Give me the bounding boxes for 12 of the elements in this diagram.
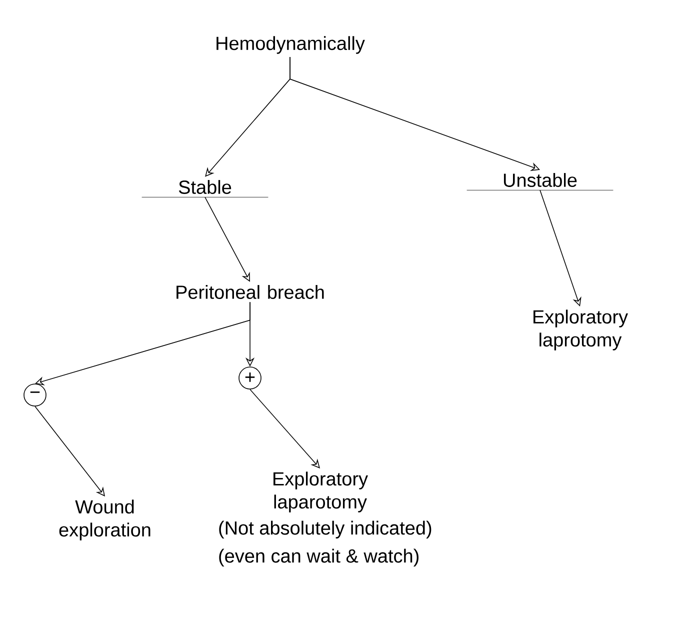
underlined-label: Stable xyxy=(142,180,268,198)
flow-label: Hemodynamically xyxy=(216,36,365,54)
arrow xyxy=(250,389,320,468)
arrow xyxy=(34,406,105,496)
note-text: (Not absolutely indicated) xyxy=(219,520,432,538)
note-text: (even can wait & watch) xyxy=(219,548,418,566)
underlined-label: Unstable xyxy=(466,173,614,190)
flow-label: Exploratory laprotomy xyxy=(534,310,628,350)
arrow xyxy=(290,56,540,171)
flow-label: Peritoneal breach xyxy=(176,285,324,299)
flow-label: Wound exploration xyxy=(59,500,150,540)
flow-label: Exploratory laparotomy xyxy=(274,472,368,512)
